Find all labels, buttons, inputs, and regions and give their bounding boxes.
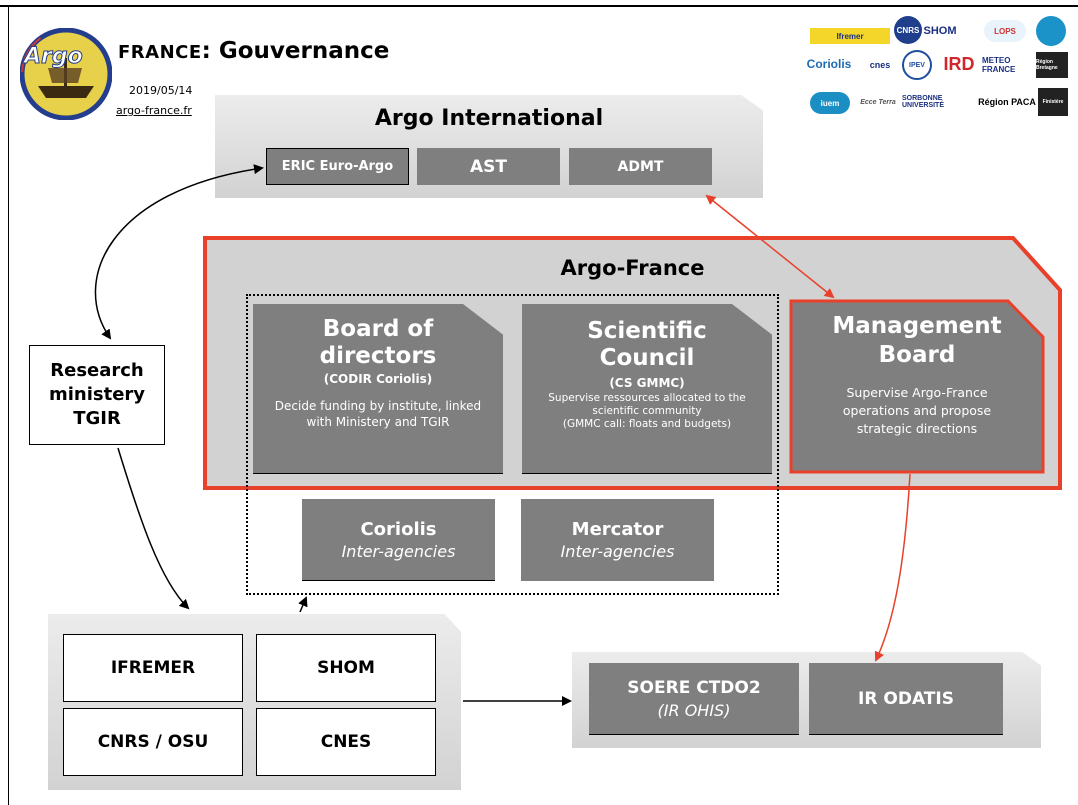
cnes-box[interactable]: CNES: [256, 708, 436, 776]
logo-ipev: IPEV: [902, 50, 932, 80]
mercator-subtitle: Inter-agencies: [560, 542, 675, 561]
shom-label: SHOM: [317, 658, 375, 678]
logo-ird: IRD: [943, 53, 975, 74]
ast-label: AST: [470, 156, 507, 177]
odatis-box[interactable]: IR ODATIS: [809, 663, 1003, 735]
management-board-desc: Supervise Argo-France operations and pro…: [842, 385, 992, 436]
scientific-council-box[interactable]: Scientific Council (CS GMMC) Supervise r…: [522, 304, 772, 474]
admt-label: ADMT: [617, 158, 664, 175]
board-of-directors-subtitle: (CODIR Coriolis): [323, 372, 433, 386]
shom-box[interactable]: SHOM: [256, 634, 436, 702]
site-link[interactable]: argo-france.fr: [116, 104, 192, 117]
ifremer-label: IFREMER: [110, 658, 196, 678]
management-board-title: Management Board: [832, 313, 1002, 368]
scientific-council-subtitle: (CS GMMC): [609, 376, 685, 390]
title-prefix: FRANCE: [118, 42, 202, 63]
page-title: FRANCE: Gouvernance: [118, 38, 389, 64]
eric-euro-argo-label: ERIC Euro-Argo: [281, 159, 394, 174]
logo-wave: [1036, 16, 1066, 46]
eric-euro-argo-box[interactable]: ERIC Euro-Argo: [266, 148, 409, 185]
argo-france-title: Argo-France: [560, 256, 705, 280]
coriolis-title: Coriolis: [360, 518, 437, 540]
ifremer-box[interactable]: IFREMER: [63, 634, 243, 702]
admt-box[interactable]: ADMT: [569, 148, 712, 185]
argo-logo: Argo: [19, 27, 113, 121]
logo-cnes: cnes: [869, 60, 891, 70]
scientific-council-desc-2: (GMMC call: floats and budgets): [562, 418, 732, 430]
coriolis-subtitle: Inter-agencies: [341, 541, 456, 561]
odatis-title: IR ODATIS: [858, 688, 954, 709]
mercator-box[interactable]: Mercator Inter-agencies: [521, 499, 714, 581]
soere-box[interactable]: SOERE CTDO2 (IR OHIS): [589, 663, 799, 735]
board-of-directors-desc: Decide funding by institute, linked with…: [274, 399, 482, 429]
logo-shom: SHOM: [923, 25, 957, 37]
research-ministry-box[interactable]: Research ministery TGIR: [29, 345, 165, 445]
logo-sorbonne: SORBONNE UNIVERSITÉ: [902, 95, 945, 109]
board-of-directors-box[interactable]: Board of directors (CODIR Coriolis) Deci…: [253, 304, 503, 474]
soere-title: SOERE CTDO2: [627, 677, 761, 698]
cnes-label: CNES: [320, 732, 372, 752]
research-ministry-label: Research ministery TGIR: [48, 360, 146, 429]
logo-region-bretagne: Région Bretagne: [1036, 52, 1068, 78]
logo-finistere: Finistère: [1038, 88, 1068, 116]
logo-iuem: iuem: [810, 92, 850, 114]
logo-coriolis: Coriolis: [806, 57, 852, 71]
logo-ifremer: Ifremer: [810, 28, 890, 44]
title-suffix: : Gouvernance: [201, 38, 390, 64]
mercator-title: Mercator: [571, 519, 664, 540]
frame-top-line: [0, 5, 1078, 7]
board-of-directors-title: Board of directors: [319, 316, 437, 369]
logo-lops: LOPS: [984, 20, 1026, 42]
argo-logo-text: Argo: [24, 44, 84, 70]
coriolis-group-dotted-box: [246, 294, 779, 595]
management-board-box[interactable]: Management Board Supervise Argo-France o…: [791, 312, 1043, 438]
scientific-council-desc-1: Supervise ressources allocated to the sc…: [548, 392, 746, 417]
logo-region-paca: Région PACA: [978, 97, 1036, 107]
cnrs-osu-box[interactable]: CNRS / OSU: [63, 708, 243, 776]
scientific-council-title: Scientific Council: [587, 318, 707, 371]
logo-cnrs: CNRS: [894, 16, 922, 44]
partner-logos: Ifremer CNRS SHOM LOPS Coriolis cnes IPE…: [798, 14, 1070, 122]
logo-meteo-france: METEO FRANCE: [982, 56, 1016, 74]
cnrs-osu-label: CNRS / OSU: [97, 732, 209, 752]
frame-left-line: [8, 5, 9, 805]
coriolis-box[interactable]: Coriolis Inter-agencies: [302, 499, 495, 581]
argo-international-title: Argo International: [374, 106, 604, 131]
soere-subtitle: (IR OHIS): [657, 700, 731, 720]
logo-ecce-terra: Ecce Terra: [860, 98, 896, 106]
ast-box[interactable]: AST: [417, 148, 560, 185]
date-label: 2019/05/14: [129, 84, 193, 97]
